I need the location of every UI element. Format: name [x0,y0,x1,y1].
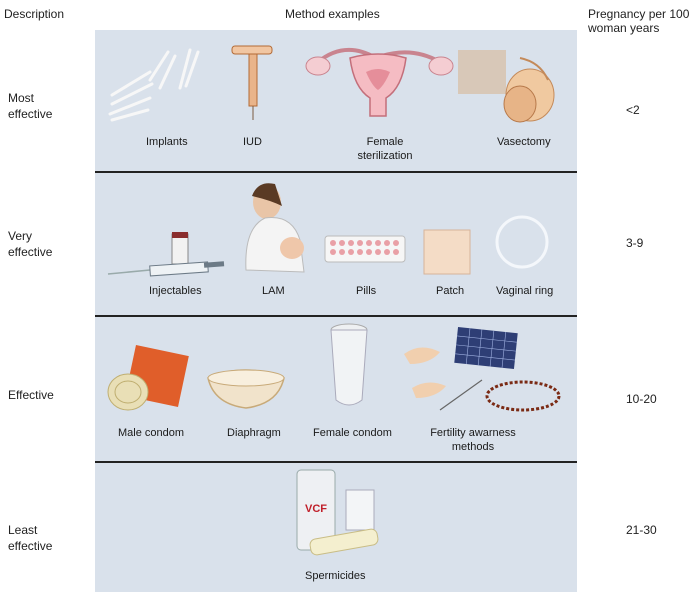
row-1-rate: <2 [626,103,640,117]
row-4-description: Least effective [8,523,53,553]
row-divider [95,171,577,173]
label-fertility-awareness: Fertility awarness methods [430,427,516,453]
row-4-rate: 21-30 [626,523,657,537]
vasectomy-icon [458,50,555,123]
female-condom-icon [330,323,368,406]
fertility-awareness-icon [404,326,561,412]
vaginal-ring-icon [495,215,549,269]
row-3-description: Effective [8,388,54,402]
label-vaginal-ring: Vaginal ring [496,285,554,297]
row-2-rate: 3-9 [626,236,644,250]
label-implants: Implants [146,136,188,148]
label-injectables: Injectables [149,285,202,297]
male-condom-icon [107,344,189,411]
label-diaphragm: Diaphragm [227,427,281,439]
label-lam: LAM [262,285,285,297]
label-female-sterilization: Female sterilization [357,136,413,162]
lam-icon [245,183,305,273]
label-male-condom: Male condom [118,427,185,439]
methods-panel [95,30,577,592]
row-1-description: Most effective [8,91,53,121]
label-pills: Pills [356,285,377,297]
pregnancy-rate-header: Pregnancy per 100 woman years [588,7,690,35]
label-iud: IUD [243,136,262,148]
female-sterilization-icon [305,47,454,117]
row-divider [95,461,577,463]
iud-icon [231,45,273,120]
row-2-description: Very effective [8,229,53,259]
spermicides-icon: VCF [296,469,379,556]
method-examples-header: Method examples [285,7,380,21]
label-spermicides: Spermicides [305,570,366,582]
row-divider [95,315,577,317]
spermicide-brand-text: VCF [305,503,327,515]
diaphragm-icon [207,369,285,409]
injectables-icon [107,232,225,277]
description-header: Description [4,7,65,21]
label-vasectomy: Vasectomy [497,136,551,148]
row-3-rate: 10-20 [626,392,657,406]
implants-icon [108,48,200,122]
patch-icon [423,229,471,275]
pills-icon [324,235,406,263]
label-female-condom: Female condom [313,427,392,439]
label-patch: Patch [436,285,465,297]
